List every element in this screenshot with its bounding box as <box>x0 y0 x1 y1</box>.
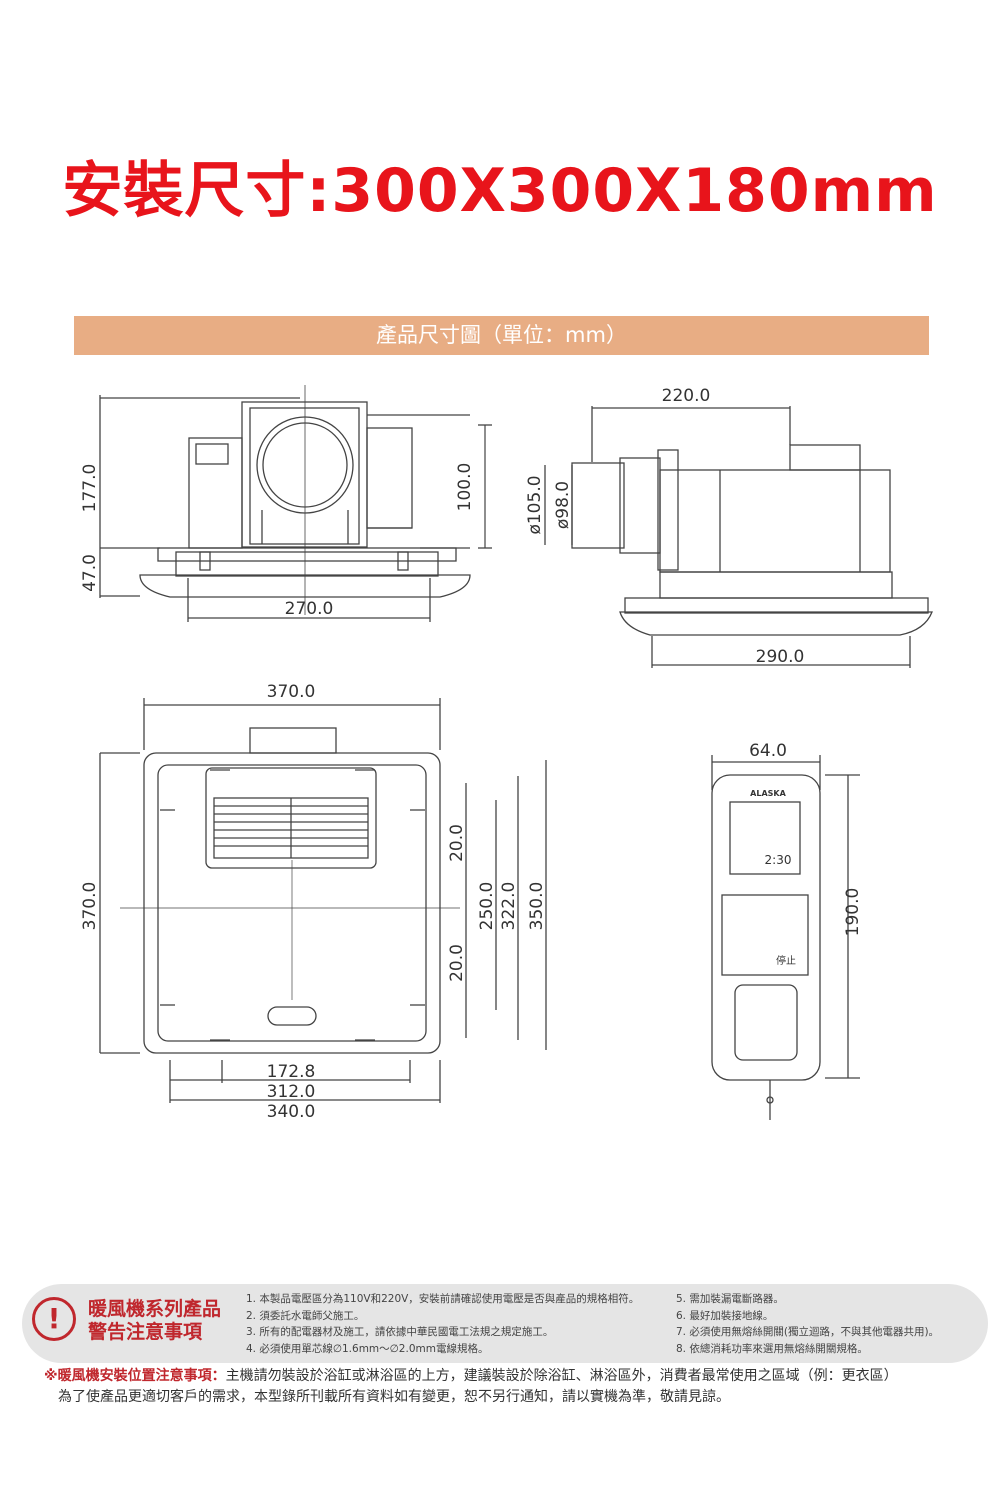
dim-front-panel-height: 47.0 <box>80 554 100 592</box>
dimension-diagram: 177.0 47.0 270.0 100.0 ø105.0 ø98.0 220.… <box>80 385 933 1122</box>
dim-duct-inner: ø98.0 <box>553 481 573 529</box>
page-title: 安裝尺寸:300X300X180mm <box>62 156 938 226</box>
side-view <box>544 406 933 668</box>
warning-item: 6. 最好加裝接地線。 <box>676 1309 774 1322</box>
dim-inner-322: 322.0 <box>499 882 519 931</box>
dim-grille-margin-bottom: 20.0 <box>447 944 467 982</box>
warning-item: 4. 必須使用單芯線∅1.6mm～∅2.0mm電線規格。 <box>246 1342 489 1355</box>
dim-duct-height: 100.0 <box>455 463 475 512</box>
warning-item: 5. 需加裝漏電斷路器。 <box>676 1293 784 1305</box>
warning-panel <box>22 1284 988 1363</box>
dim-remote-width: 64.0 <box>749 741 787 761</box>
warning-title-line1: 暖風機系列產品 <box>88 1298 222 1320</box>
install-notice-label: ※暖風機安裝位置注意事項： <box>44 1368 226 1384</box>
dim-duct-outer: ø105.0 <box>525 475 545 534</box>
dim-top-width: 370.0 <box>267 682 316 702</box>
install-notice: ※暖風機安裝位置注意事項：主機請勿裝設於浴缸或淋浴區的上方，建議裝設於除浴缸、淋… <box>44 1366 974 1408</box>
remote-time: 2:30 <box>765 853 792 867</box>
remote-brand: ALASKA <box>750 789 786 798</box>
warning-item: 7. 必須使用無熔絲開關(獨立迴路，不與其他電器共用)。 <box>676 1326 940 1338</box>
warning-title: 暖風機系列產品 警告注意事項 <box>88 1298 221 1344</box>
section-banner: 產品尺寸圖（單位：mm） <box>74 316 929 355</box>
dim-bottom-312: 312.0 <box>267 1082 316 1102</box>
exclamation-icon: ! <box>32 1297 76 1341</box>
dim-inner-350: 350.0 <box>527 882 547 931</box>
dim-side-depth-bottom: 290.0 <box>756 647 805 667</box>
remote-stop-button: 停止 <box>776 954 796 967</box>
dim-front-height-total: 177.0 <box>80 464 100 513</box>
dim-bottom-340: 340.0 <box>267 1102 316 1122</box>
dim-side-depth-top: 220.0 <box>662 386 711 406</box>
warning-title-line2: 警告注意事項 <box>88 1321 203 1343</box>
dim-front-width: 270.0 <box>285 599 334 619</box>
warning-item: 2. 須委託水電師父施工。 <box>246 1309 365 1322</box>
install-notice-line1: 主機請勿裝設於浴缸或淋浴區的上方，建議裝設於除浴缸、淋浴區外，消費者最常使用之區… <box>225 1368 898 1384</box>
remote-view <box>711 755 860 1120</box>
install-notice-line2: 為了使產品更適切客戶的需求，本型錄所刊載所有資料如有變更，恕不另行通知，請以實機… <box>58 1389 730 1405</box>
warning-item: 3. 所有的配電器材及施工，請依據中華民國電工法規之規定施工。 <box>246 1326 554 1338</box>
dim-grille-margin-top: 20.0 <box>447 824 467 862</box>
warning-item: 1. 本製品電壓區分為110V和220V，安裝前請確認使用電壓是否與產品的規格相… <box>246 1293 640 1305</box>
dim-remote-height: 190.0 <box>843 888 863 937</box>
warning-item: 8. 依總消耗功率來選用無熔絲開關規格。 <box>676 1342 868 1355</box>
top-view <box>99 698 547 1103</box>
dim-inner-250: 250.0 <box>477 882 497 931</box>
dim-top-height: 370.0 <box>80 882 100 931</box>
warning-list-right: 5. 需加裝漏電斷路器。 6. 最好加裝接地線。 7. 必須使用無熔絲開關(獨立… <box>676 1291 939 1357</box>
front-view <box>99 385 492 622</box>
dim-bottom-172: 172.8 <box>267 1062 316 1082</box>
warning-list-left: 1. 本製品電壓區分為110V和220V，安裝前請確認使用電壓是否與產品的規格相… <box>246 1291 639 1357</box>
